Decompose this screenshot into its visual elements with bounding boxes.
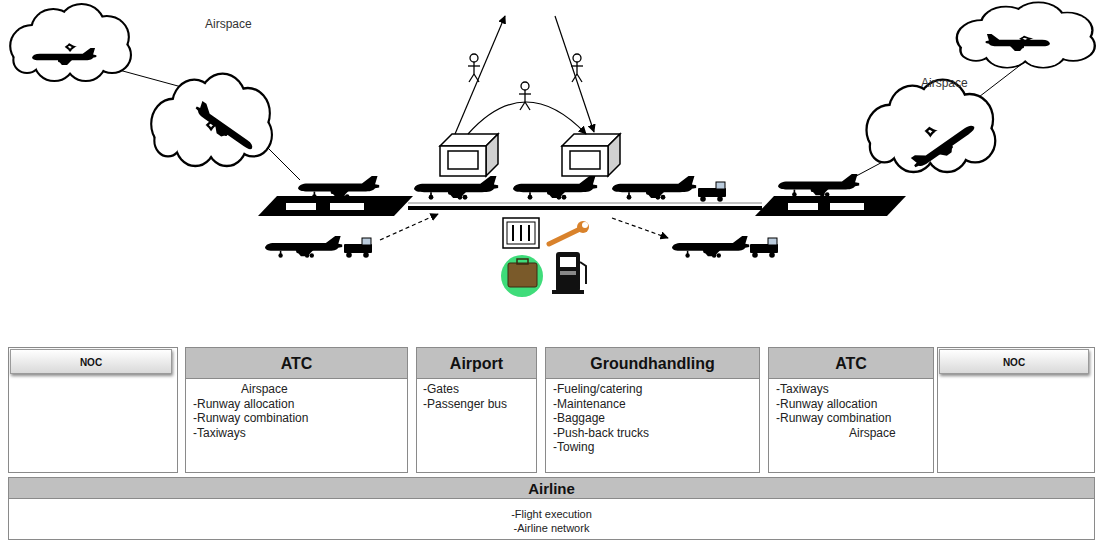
column-heading: ATC (769, 348, 933, 379)
column-body: -Taxiways-Runway allocation-Runway combi… (769, 379, 933, 440)
stakeholder-column: Airport-Gates-Passenger bus (416, 347, 537, 473)
list-item: -Airline network (15, 521, 1088, 535)
column-body: Airspace-Runway allocation-Runway combin… (186, 379, 407, 440)
column-body: -Flight execution-Airline network (9, 499, 1094, 535)
list-item: -Baggage (553, 411, 752, 426)
stakeholder-column: ATCAirspace-Runway allocation-Runway com… (185, 347, 408, 473)
column-heading: NOC (939, 349, 1089, 374)
stakeholder-column: Groundhandling-Fueling/catering-Maintena… (545, 347, 760, 473)
list-item: Airspace (776, 426, 926, 441)
list-item: -Passenger bus (423, 397, 530, 412)
list-item: -Maintenance (553, 397, 752, 412)
column-heading: ATC (186, 348, 407, 379)
list-item: -Flight execution (15, 507, 1088, 521)
list-item: -Runway allocation (776, 397, 926, 412)
list-item: -Gates (423, 382, 530, 397)
column-body: -Fueling/catering-Maintenance-Baggage-Pu… (546, 379, 759, 455)
list-item: -Push-back trucks (553, 426, 752, 441)
list-item: -Taxiways (776, 382, 926, 397)
column-heading: NOC (10, 349, 172, 374)
airspace-label: Airspace (205, 17, 252, 31)
column-heading: Groundhandling (546, 348, 759, 379)
noc-box: NOC (937, 347, 1095, 473)
column-heading: Airport (417, 348, 536, 379)
list-item: -Runway allocation (193, 397, 400, 412)
noc-box: NOC (8, 347, 178, 473)
list-item: -Runway combination (193, 411, 400, 426)
column-heading: Airline (9, 478, 1094, 499)
list-item: -Fueling/catering (553, 382, 752, 397)
column-body: -Gates-Passenger bus (417, 379, 536, 411)
airline-band: Airline-Flight execution-Airline network (8, 477, 1095, 540)
list-item: -Towing (553, 440, 752, 455)
list-item: Airspace (193, 382, 400, 397)
airspace-label: Airspace (921, 76, 968, 90)
list-item: -Taxiways (193, 426, 400, 441)
stakeholder-column: ATC-Taxiways-Runway allocation-Runway co… (768, 347, 934, 473)
list-item: -Runway combination (776, 411, 926, 426)
